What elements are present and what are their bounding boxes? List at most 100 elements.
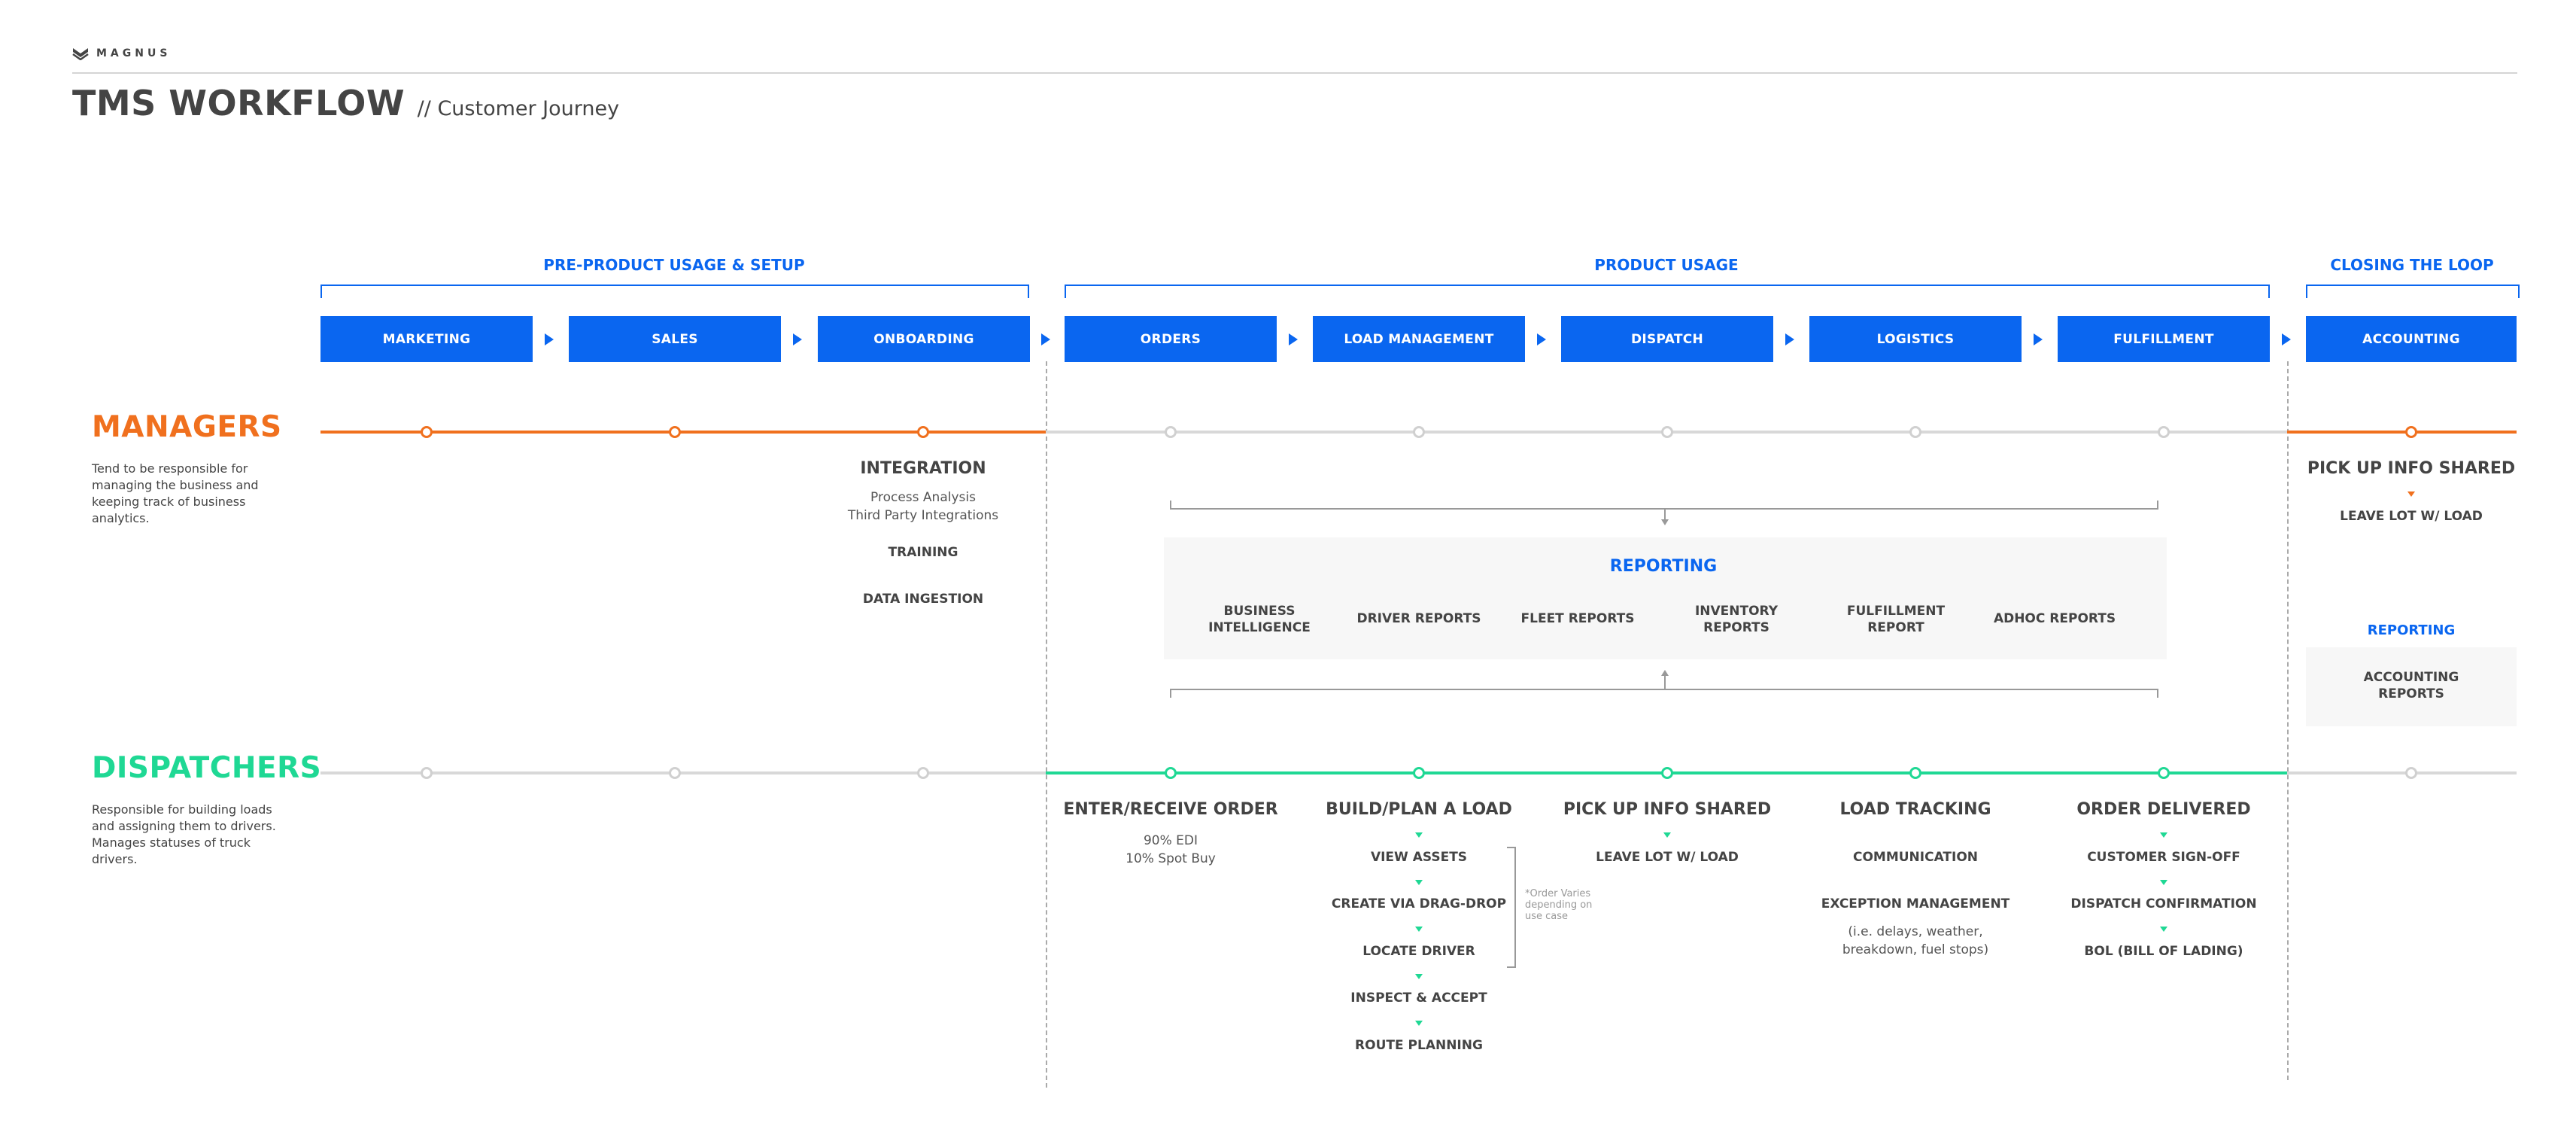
step-arrow-icon <box>1289 333 1298 345</box>
step-marketing[interactable]: MARKETING <box>320 316 533 362</box>
dispatch-build-item: LOCATE DRIVER <box>1362 944 1475 959</box>
managers-data-ingestion: DATA INGESTION <box>862 592 984 607</box>
closing-reporting-panel <box>2306 647 2517 726</box>
down-arrow-icon <box>1415 927 1423 932</box>
managers-node-marketing <box>421 426 433 438</box>
page-title: TMS WORKFLOW // Customer Journey <box>72 83 619 123</box>
managers-integration-sub: Third Party Integrations <box>847 508 999 523</box>
step-fulfillment[interactable]: FULFILLMENT <box>2058 316 2270 362</box>
header-divider <box>72 72 2517 74</box>
reporting-bracket-bottom <box>1170 689 2158 698</box>
phase-label-closing: CLOSING THE LOOP <box>2330 256 2494 274</box>
step-logistics[interactable]: LOGISTICS <box>1809 316 2022 362</box>
managers-node-logistics <box>1909 426 1921 438</box>
reporting-connector <box>1664 508 1666 522</box>
dispatchers-node-fulfillment <box>2158 767 2170 779</box>
dispatch-build-item: INSPECT & ACCEPT <box>1350 991 1487 1006</box>
down-arrow-icon <box>2160 832 2167 838</box>
step-arrow-icon <box>2034 333 2043 345</box>
role-title-dispatchers: DISPATCHERS <box>92 751 322 785</box>
managers-node-sales <box>669 426 681 438</box>
dispatch-orders-sub: 90% EDI <box>1143 833 1198 848</box>
reporting-title: REPORTING <box>1609 557 1718 576</box>
role-title-managers: MANAGERS <box>92 410 282 444</box>
closing-reporting-title: REPORTING <box>2367 622 2456 638</box>
dispatch-build-heading: BUILD/PLAN A LOAD <box>1326 800 1512 819</box>
managers-track-active <box>320 431 1046 434</box>
order-varies-note: *Order Varies depending on use case <box>1525 888 1593 922</box>
dispatch-delivered-item: DISPATCH CONFIRMATION <box>2070 896 2257 911</box>
dispatch-tracking-heading: LOAD TRACKING <box>1839 800 1991 819</box>
managers-node-onboarding <box>917 426 929 438</box>
dispatchers-node-onboarding <box>917 767 929 779</box>
dispatch-delivered-item: CUSTOMER SIGN-OFF <box>2087 850 2240 865</box>
managers-node-dispatch <box>1661 426 1673 438</box>
managers-node-fulfillment <box>2158 426 2170 438</box>
dispatch-build-item: ROUTE PLANNING <box>1355 1038 1483 1053</box>
dispatch-build-item: VIEW ASSETS <box>1370 850 1468 865</box>
report-fulfillment-report[interactable]: FULFILLMENT REPORT <box>1846 604 1946 635</box>
dispatchers-node-orders <box>1165 767 1177 779</box>
dispatch-tracking-item: COMMUNICATION <box>1852 850 1979 865</box>
phase-label-pre: PRE-PRODUCT USAGE & SETUP <box>543 256 805 274</box>
dispatchers-track-inactive <box>2287 771 2517 774</box>
step-accounting[interactable]: ACCOUNTING <box>2306 316 2517 362</box>
step-sales[interactable]: SALES <box>569 316 781 362</box>
reporting-connector <box>1664 675 1666 689</box>
managers-integration-sub: Process Analysis <box>870 490 976 505</box>
step-arrow-icon <box>793 333 802 345</box>
brand-name: MAGNUS <box>96 47 172 59</box>
step-arrow-icon <box>545 333 554 345</box>
phase-bracket-closing <box>2306 285 2520 298</box>
managers-node-accounting <box>2405 426 2417 438</box>
managers-pickup-heading: PICK UP INFO SHARED <box>2307 459 2516 478</box>
dispatch-delivered-item: BOL (BILL OF LADING) <box>2084 944 2243 959</box>
role-description-dispatchers: Responsible for building loads and assig… <box>92 802 276 866</box>
dispatch-build-item: CREATE VIA DRAG-DROP <box>1331 896 1507 911</box>
page-subtitle: // Customer Journey <box>417 97 620 120</box>
role-description-managers: Tend to be responsible for managing the … <box>92 461 259 525</box>
down-arrow-icon <box>2160 927 2167 932</box>
order-varies-bracket <box>1507 847 1516 968</box>
report-driver-reports[interactable]: DRIVER REPORTS <box>1356 611 1481 626</box>
dispatch-pickup-heading: PICK UP INFO SHARED <box>1563 800 1772 819</box>
phase-bracket-pre <box>320 285 1029 298</box>
down-arrow-icon <box>1661 519 1669 525</box>
dispatchers-node-logistics <box>1909 767 1921 779</box>
dispatchers-node-marketing <box>421 767 433 779</box>
dispatch-tracking-item: EXCEPTION MANAGEMENT <box>1821 896 2010 911</box>
report-inventory-reports[interactable]: INVENTORY REPORTS <box>1694 604 1779 635</box>
dispatch-orders-sub: 10% Spot Buy <box>1125 851 1216 866</box>
step-orders[interactable]: ORDERS <box>1065 316 1277 362</box>
managers-node-load-management <box>1413 426 1425 438</box>
down-arrow-icon <box>1663 832 1671 838</box>
phase-divider <box>1046 361 1047 1088</box>
magnus-logo-icon <box>72 48 89 60</box>
dispatchers-node-sales <box>669 767 681 779</box>
managers-track-active <box>2287 431 2517 434</box>
step-arrow-icon <box>2282 333 2291 345</box>
down-arrow-icon <box>1415 880 1423 885</box>
step-load-management[interactable]: LOAD MANAGEMENT <box>1313 316 1525 362</box>
managers-training: TRAINING <box>888 545 958 560</box>
managers-node-orders <box>1165 426 1177 438</box>
report-business-intelligence[interactable]: BUSINESS INTELLIGENCE <box>1208 604 1311 635</box>
managers-integration-heading: INTEGRATION <box>860 459 986 478</box>
title-text: TMS WORKFLOW <box>72 83 406 123</box>
step-dispatch[interactable]: DISPATCH <box>1561 316 1773 362</box>
report-accounting-reports[interactable]: ACCOUNTING REPORTS <box>2363 670 2459 701</box>
dispatch-orders-heading: ENTER/RECEIVE ORDER <box>1063 800 1278 819</box>
step-arrow-icon <box>1785 333 1794 345</box>
brand-logo: MAGNUS <box>72 47 171 60</box>
report-adhoc-reports[interactable]: ADHOC REPORTS <box>1993 611 2116 626</box>
report-fleet-reports[interactable]: FLEET REPORTS <box>1520 611 1635 626</box>
step-onboarding[interactable]: ONBOARDING <box>818 316 1030 362</box>
down-arrow-icon <box>1415 832 1423 838</box>
phase-bracket-product <box>1065 285 2270 298</box>
dispatchers-node-dispatch <box>1661 767 1673 779</box>
dispatchers-node-accounting <box>2405 767 2417 779</box>
down-arrow-icon <box>2407 491 2415 497</box>
dispatch-pickup-item: LEAVE LOT W/ LOAD <box>1596 850 1739 865</box>
reporting-panel <box>1164 537 2167 659</box>
phase-label-product: PRODUCT USAGE <box>1594 256 1739 274</box>
